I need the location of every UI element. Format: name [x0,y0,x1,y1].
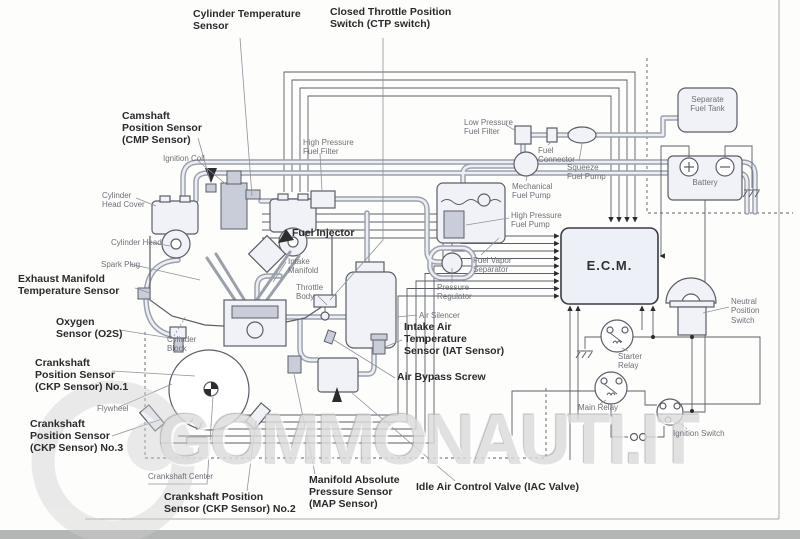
separate-fuel-tank-part [677,87,738,133]
ckp-sensor-2-part [244,402,272,430]
engine-assembly [137,170,333,353]
fuse-part [629,432,639,442]
battery-and-tank [659,87,761,413]
map-sensor-part [287,355,302,374]
flywheel-assembly [138,349,272,432]
iat-sensor-part [372,339,386,355]
main-relay-part [594,371,628,405]
squeeze-fuel-pump-part [567,126,597,144]
high-pressure-fuel-pump-part [443,210,465,239]
intake-air-system [205,168,397,402]
ignition-coil-part [220,182,248,230]
watermark-logo [31,380,195,539]
fuel-connector-part [546,127,558,143]
wiring-harness [160,71,638,444]
neutral-position-switch-part [665,277,717,304]
fuel-injector-part [247,234,287,274]
exhaust-temp-sensor-part [137,287,151,300]
mechanical-fuel-pump-part [513,151,539,177]
low-pressure-fuel-filter-part [514,125,532,145]
iac-valve-part [317,357,359,393]
air-silencer-part [345,271,397,349]
fuel-injector-arrow [278,229,294,243]
battery-plus-icon [684,162,694,172]
ecm-unit [560,227,659,460]
high-pressure-fuel-filter-part [310,190,336,209]
cylinder-temp-sensor-part [245,189,261,200]
cmp-sensor-part [205,183,217,193]
relays-and-switches [511,277,761,442]
dashed-boundaries [144,58,793,459]
leader-lines [111,37,730,492]
ckp-sensor-3-part [138,404,166,432]
air-bypass-screw-part [323,329,337,345]
starter-relay-part [600,319,634,353]
iac-arrow [332,387,342,402]
